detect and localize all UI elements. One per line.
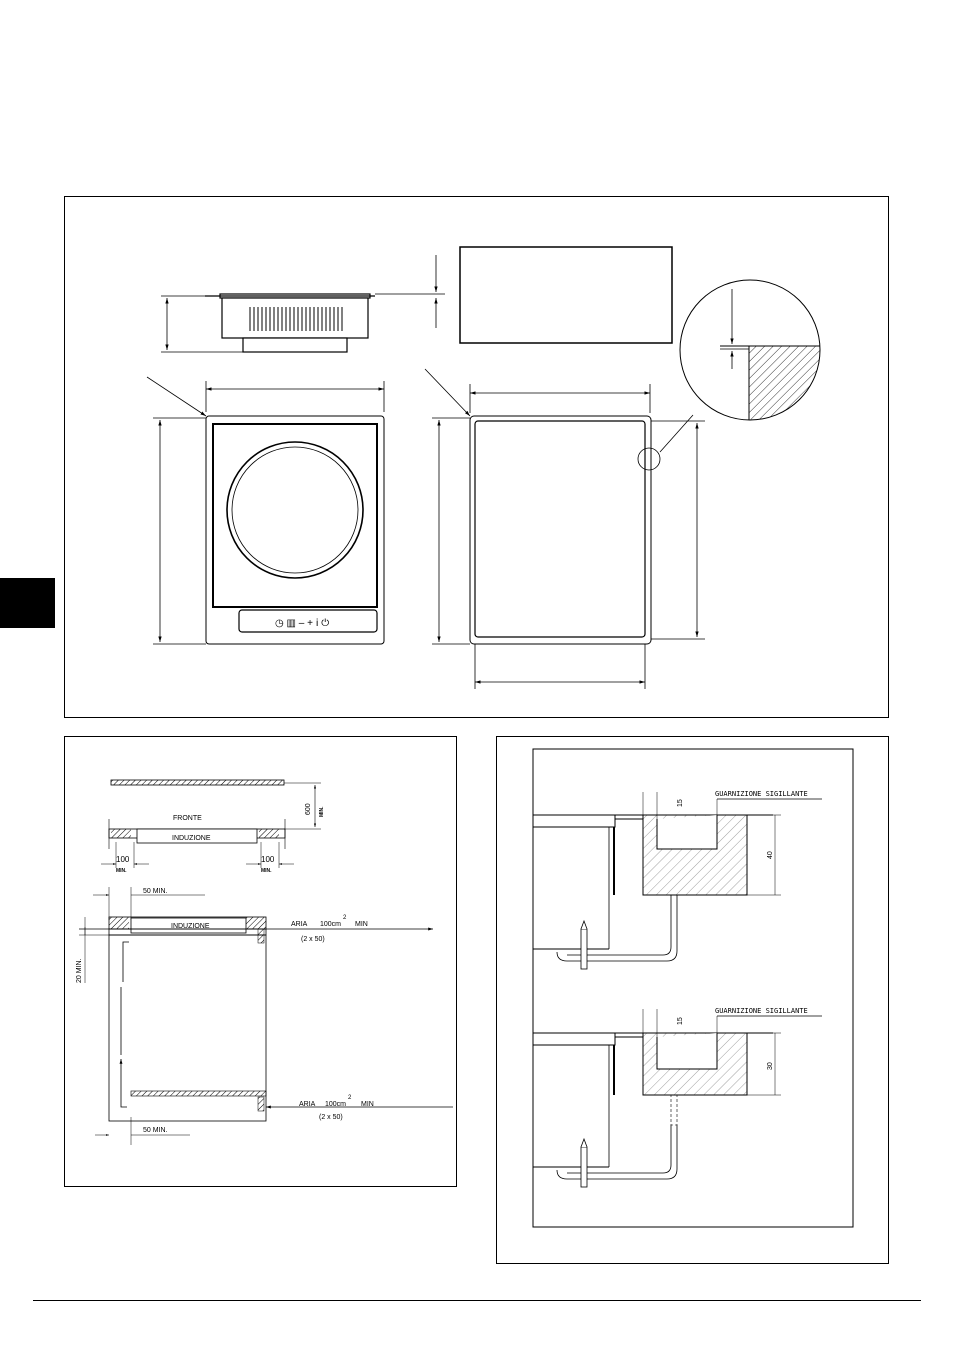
- cutout-template: [459, 246, 673, 344]
- svg-text:(2 x 50): (2 x 50): [319, 1114, 343, 1121]
- detail-magnifier: [637, 279, 821, 471]
- cutout-top-view: [424, 368, 705, 689]
- ventilation-drawing: 600 MIN. FRONTE INDUZIONE 100 MIN. 100 M…: [76, 779, 453, 1145]
- front-induction-box: [136, 828, 258, 844]
- svg-text:100cm: 100cm: [320, 921, 341, 928]
- gasket-label-top: GUARNIZIONE SIGILLANTE: [715, 790, 808, 798]
- dim-50-min-top: 50 MIN.: [143, 888, 168, 895]
- ventilation-panel: 600 MIN. FRONTE INDUZIONE 100 MIN. 100 M…: [64, 736, 457, 1187]
- cabinet-body: [108, 934, 267, 1122]
- dim-600: 600: [305, 803, 312, 815]
- dim-50-min-bottom: 50 MIN.: [143, 1127, 168, 1134]
- svg-text:(2 x 50): (2 x 50): [301, 936, 325, 943]
- vent-grille: [249, 307, 343, 331]
- bottom-shelf: [130, 1090, 267, 1097]
- overhead-shelf: [110, 779, 285, 786]
- control-panel: [238, 609, 378, 633]
- mounting-screw: [580, 1146, 588, 1188]
- footer-rule: [33, 1300, 921, 1301]
- dimensions-drawing: ◷ ▥ – + ⅰ ⏻: [146, 246, 821, 689]
- hob-side-view: [161, 255, 445, 353]
- section-tab-marker: [0, 578, 55, 628]
- air-inlet-top-label: ARIA 100cm 2 MIN (2 x 50): [291, 915, 368, 943]
- hob-top-view: ◷ ▥ – + ⅰ ⏻: [146, 376, 385, 645]
- seal-detail-30: 30 15 GUARNIZIONE SIGILLANTE: [532, 1007, 822, 1188]
- svg-text:2: 2: [348, 1095, 352, 1101]
- svg-text:100cm: 100cm: [325, 1101, 346, 1108]
- front-view: 600 MIN. FRONTE INDUZIONE 100 MIN. 100 M…: [101, 779, 325, 874]
- dim-15-bottom: 15: [677, 1017, 684, 1025]
- svg-text:MIN: MIN: [355, 921, 368, 928]
- dim-100-left: 100: [116, 855, 130, 864]
- dim-600-min: MIN.: [319, 806, 325, 817]
- side-section-view: 50 MIN. INDUZIONE 20 MIN. 50 MIN. ARIA 1…: [76, 887, 453, 1145]
- dim-100-right: 100: [261, 855, 275, 864]
- svg-text:ARIA: ARIA: [291, 921, 308, 928]
- mounting-screw: [580, 928, 588, 970]
- control-symbols: ◷ ▥ – + ⅰ ⏻: [275, 618, 329, 629]
- dim-30: 30: [767, 1062, 774, 1070]
- dim-15-top: 15: [677, 799, 684, 807]
- dimensions-panel: ◷ ▥ – + ⅰ ⏻: [64, 196, 889, 718]
- svg-text:MIN: MIN: [361, 1101, 374, 1108]
- air-inlet-bottom-label: ARIA 100cm 2 MIN (2 x 50): [299, 1095, 374, 1121]
- front-induction-label: INDUZIONE: [172, 835, 211, 842]
- detail-frame: [532, 748, 854, 1228]
- svg-text:ARIA: ARIA: [299, 1101, 316, 1108]
- dim-20-min: 20 MIN.: [76, 958, 83, 983]
- seal-detail-panel: 40 15 GUARNIZIONE SIGILLANTE 30 15 GUARN…: [496, 736, 889, 1264]
- induction-zone: [226, 441, 364, 579]
- dim-100-left-min: MIN.: [116, 868, 127, 874]
- svg-text:2: 2: [343, 915, 347, 921]
- seal-detail-drawing: 40 15 GUARNIZIONE SIGILLANTE 30 15 GUARN…: [532, 748, 854, 1228]
- seal-detail-40: 40 15 GUARNIZIONE SIGILLANTE: [532, 790, 822, 970]
- gasket-label-bottom: GUARNIZIONE SIGILLANTE: [715, 1007, 808, 1015]
- dim-100-right-min: MIN.: [261, 868, 272, 874]
- front-label: FRONTE: [173, 815, 202, 822]
- dim-40: 40: [767, 851, 774, 859]
- side-induction-label: INDUZIONE: [171, 923, 210, 930]
